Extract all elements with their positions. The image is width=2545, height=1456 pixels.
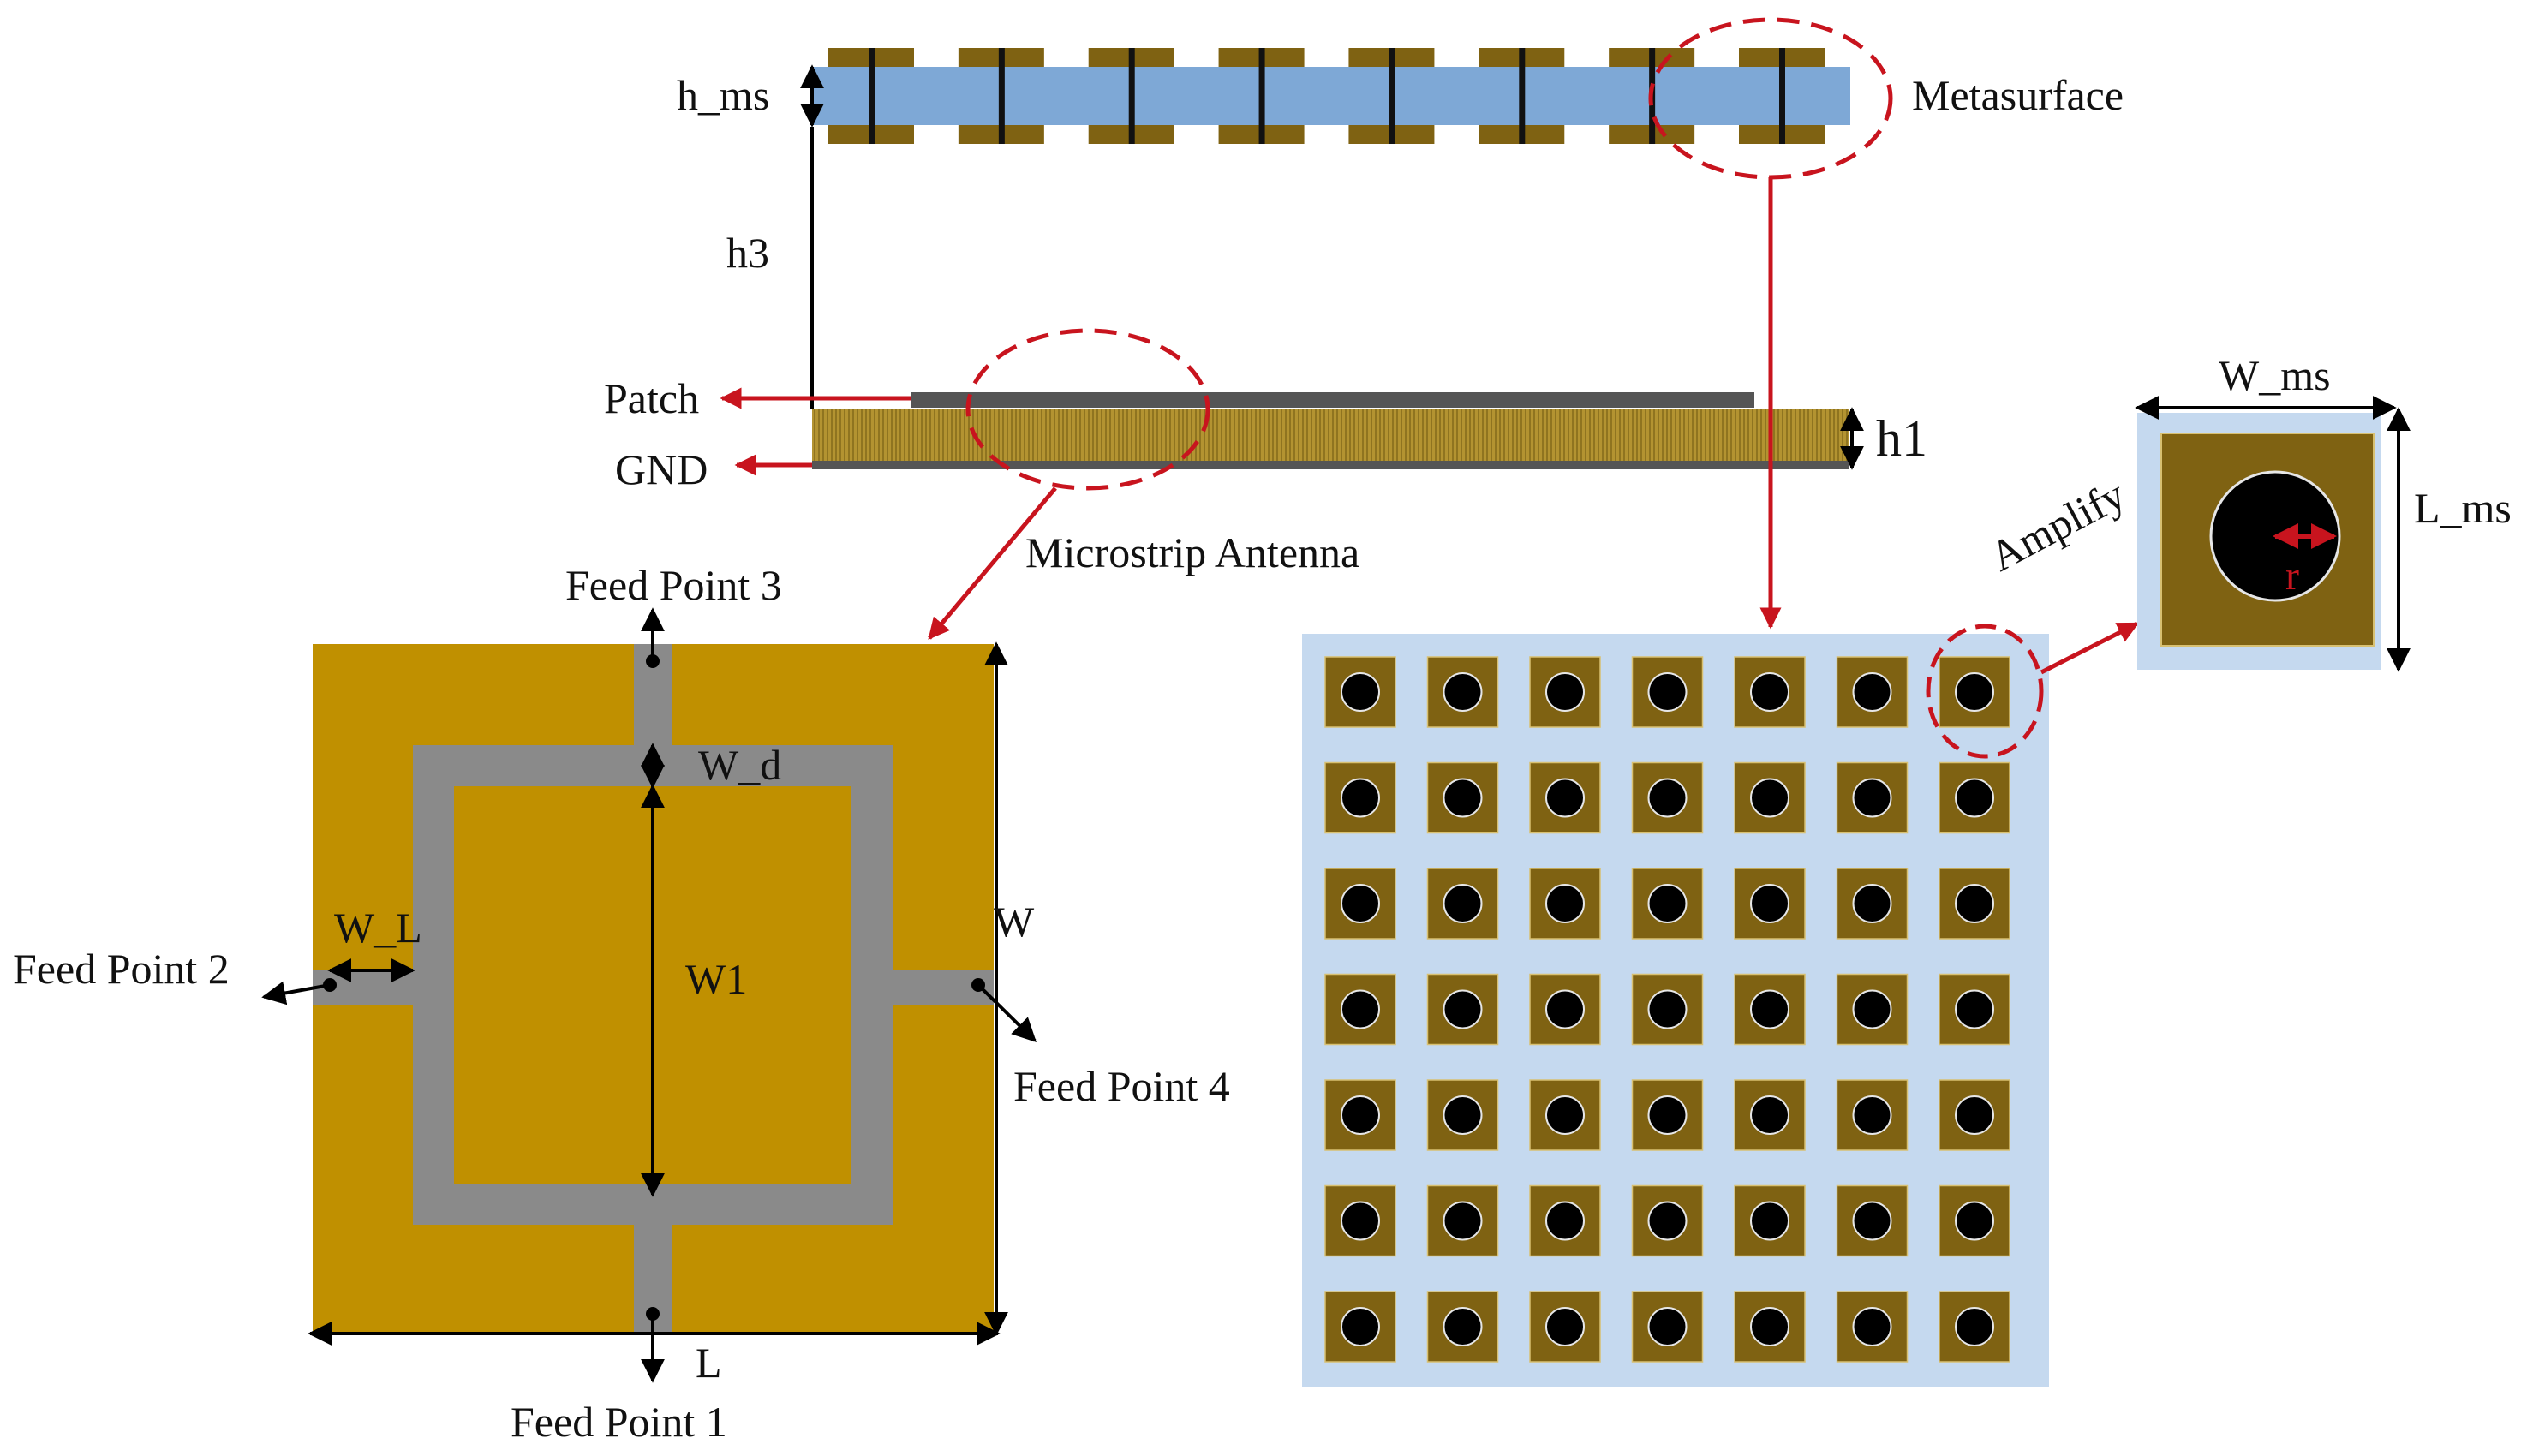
array-unit-hole <box>1647 672 1688 712</box>
array-unit-cell <box>1734 973 1806 1046</box>
array-unit-hole <box>1955 1095 1994 1135</box>
array-unit-hole <box>1750 989 1789 1029</box>
feed-point-1-label: Feed Point 1 <box>511 1398 727 1446</box>
w-label: W <box>994 898 1035 946</box>
unit-cell-zoom: r <box>2137 413 2381 670</box>
array-unit-hole <box>1545 884 1585 923</box>
array-unit-hole <box>1443 989 1483 1029</box>
metasurface-substrate <box>814 67 1850 125</box>
array-unit-hole <box>1545 1095 1585 1135</box>
array-unit-hole <box>1852 778 1892 818</box>
array-unit-hole <box>1341 1307 1380 1346</box>
array-unit-hole <box>1750 778 1789 818</box>
array-unit-hole <box>1750 1201 1789 1241</box>
metasurface-side-view <box>814 48 1850 144</box>
array-unit-hole <box>1647 1095 1688 1135</box>
array-unit-hole <box>1443 884 1483 923</box>
feed-point-3-label: Feed Point 3 <box>565 561 782 609</box>
array-unit-hole <box>1443 1201 1483 1241</box>
array-unit-hole <box>1443 672 1483 712</box>
h1-label: h1 <box>1876 410 1927 467</box>
antenna-pointer-arrow <box>928 486 1057 640</box>
l-label: L <box>696 1339 722 1387</box>
array-unit-hole <box>1852 1095 1892 1135</box>
antenna-highlight-ellipse <box>965 328 1210 491</box>
h3-label: h3 <box>726 229 769 277</box>
w-ms-label: W_ms <box>2219 351 2331 399</box>
array-unit-hole <box>1852 884 1892 923</box>
array-unit-hole <box>1545 778 1585 818</box>
w-d-label: W_d <box>698 741 781 789</box>
side-unit-via <box>1128 48 1135 144</box>
ground-plane <box>812 461 1849 469</box>
array-unit-hole <box>1443 778 1483 818</box>
array-unit-hole <box>1750 884 1789 923</box>
array-unit-hole <box>1750 672 1789 712</box>
array-unit-hole <box>1750 1095 1789 1135</box>
h3-dimension: h3 <box>726 127 814 409</box>
array-unit-hole <box>1955 778 1994 818</box>
amplify-highlight-ellipse <box>1926 624 2044 759</box>
feed-point-2-label: Feed Point 2 <box>13 945 230 993</box>
array-unit-hole <box>1955 989 1994 1029</box>
array-unit-hole <box>1852 1201 1892 1241</box>
w-l-label: W_L <box>334 904 422 952</box>
metasurface-array <box>1324 656 2010 1363</box>
side-unit-via <box>1779 48 1785 144</box>
patch-label: Patch <box>604 374 699 422</box>
array-unit-hole <box>1443 1095 1483 1135</box>
array-unit-hole <box>1647 1307 1688 1346</box>
h-ms-label: h_ms <box>677 71 769 119</box>
metasurface-side-units <box>828 48 1825 144</box>
array-unit-hole <box>1647 1201 1688 1241</box>
array-unit-hole <box>1852 989 1892 1029</box>
l-ms-label: L_ms <box>2414 484 2512 532</box>
r-label: r <box>2285 553 2299 599</box>
array-unit-hole <box>1545 672 1585 712</box>
side-unit-via <box>998 48 1005 144</box>
amplify-label: Amplify <box>1982 470 2133 581</box>
side-unit-via <box>1389 48 1395 144</box>
array-unit-hole <box>1341 1201 1380 1241</box>
w1-label: W1 <box>685 955 747 1003</box>
array-unit-hole <box>1545 989 1585 1029</box>
array-unit-hole <box>1955 1307 1994 1346</box>
array-unit-hole <box>1341 989 1380 1029</box>
amplify-pointer-arrow <box>2040 621 2140 675</box>
array-unit-hole <box>1341 672 1380 712</box>
array-unit-hole <box>1647 778 1688 818</box>
patch-layer <box>911 392 1754 408</box>
side-unit-via <box>1258 48 1265 144</box>
array-unit-hole <box>1341 1095 1380 1135</box>
fr4-substrate <box>812 409 1849 461</box>
array-unit-hole <box>1341 778 1380 818</box>
antenna-side-view <box>812 392 1849 469</box>
metasurface-label: Metasurface <box>1912 71 2124 119</box>
feed-point-4-label: Feed Point 4 <box>1013 1062 1230 1110</box>
array-unit-hole <box>1750 1307 1789 1346</box>
array-unit-cell <box>1734 656 1806 728</box>
side-unit-via <box>869 48 875 144</box>
microstrip-antenna-label: Microstrip Antenna <box>1025 528 1359 576</box>
array-unit-hole <box>1647 884 1688 923</box>
h1-dimension: h1 <box>1840 407 1927 470</box>
array-unit-hole <box>1443 1307 1483 1346</box>
h-ms-dimension: h_ms <box>677 64 824 128</box>
array-unit-hole <box>1341 884 1380 923</box>
array-unit-hole <box>1955 884 1994 923</box>
gnd-label: GND <box>615 445 708 493</box>
array-unit-hole <box>1545 1307 1585 1346</box>
array-unit-hole <box>1955 672 1994 712</box>
array-unit-hole <box>1647 989 1688 1029</box>
array-unit-hole <box>1852 1307 1892 1346</box>
feed-arrow-2 <box>261 981 331 1005</box>
side-unit-via <box>1519 48 1526 144</box>
array-unit-hole <box>1955 1201 1994 1241</box>
array-unit-hole <box>1852 672 1892 712</box>
array-unit-hole <box>1545 1201 1585 1241</box>
